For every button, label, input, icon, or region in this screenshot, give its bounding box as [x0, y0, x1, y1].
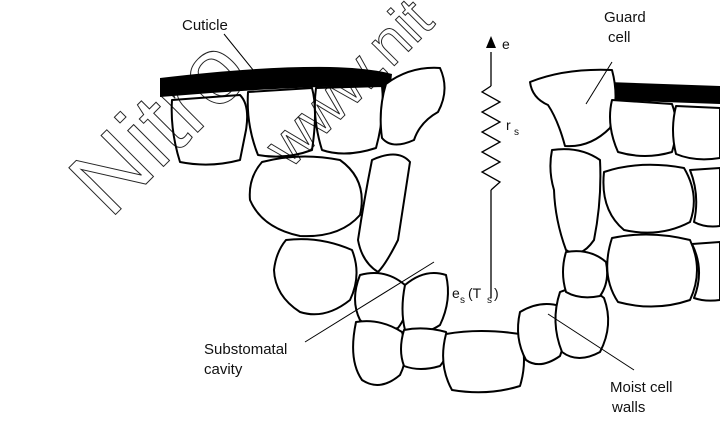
guard-cell-label-line2: cell: [608, 29, 631, 46]
es-symbol: e: [452, 285, 460, 301]
mesophyll-cell: [443, 331, 524, 392]
substomatal-label-line1: Substomatal: [204, 341, 287, 358]
es-open-paren-t: (T: [468, 285, 482, 301]
moist-walls-label-line2: walls: [611, 399, 645, 416]
mesophyll-cell: [607, 234, 697, 306]
mesophyll-cell: [550, 149, 600, 253]
es-subscript: s: [460, 295, 465, 306]
resistance-r-symbol: r: [506, 117, 511, 133]
arrow-head: [486, 36, 496, 48]
mesophyll-cell: [401, 328, 448, 369]
stomatal-resistance-zigzag: [482, 86, 500, 190]
es-close-paren: ): [494, 285, 499, 301]
ts-subscript: s: [487, 295, 492, 306]
substomatal-label-line2: cavity: [204, 361, 243, 378]
resistance-r-subscript: s: [514, 127, 519, 138]
vapor-pressure-e: e: [502, 36, 510, 52]
guard-cell-right: [530, 70, 616, 146]
guard-cell-label-line1: Guard: [604, 9, 646, 26]
epidermal-cell: [673, 106, 720, 159]
mesophyll-cell: [274, 239, 357, 314]
epidermal-cell: [610, 100, 676, 156]
mesophyll-cell: [353, 321, 405, 385]
mesophyll-cell: [358, 154, 410, 272]
mesophyll-cell: [563, 251, 607, 297]
mesophyll-cell: [603, 165, 693, 233]
moist-walls-label-line1: Moist cell: [610, 379, 673, 396]
mesophyll-cell: [403, 273, 449, 333]
